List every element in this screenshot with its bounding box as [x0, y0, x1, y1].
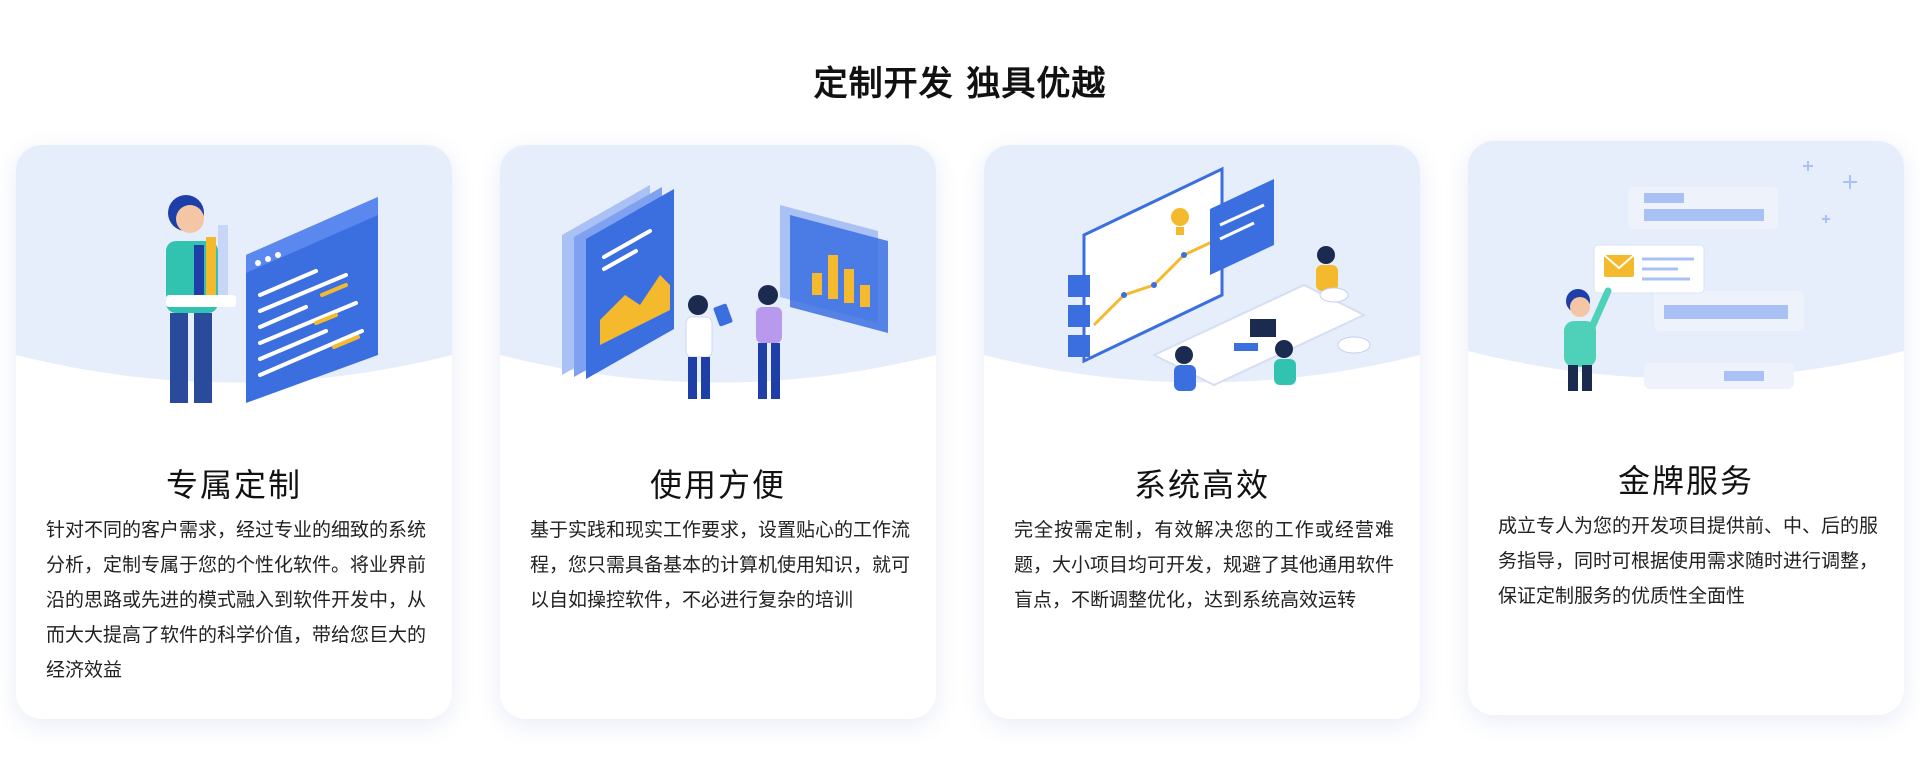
card-description: 基于实践和现实工作要求，设置贴心的工作流程，您只需具备基本的计算机使用知识，就可… — [530, 519, 911, 611]
developer-code-screen-illustration — [16, 145, 452, 405]
section-title: 定制开发 独具优越 — [813, 64, 1107, 104]
card-title: 金牌服务 — [1617, 462, 1754, 500]
feature-card-service[interactable]: 金牌服务 成立专人为您的开发项目提供前、中、后的服务指导，同时可根据使用需求随时… — [1468, 141, 1904, 715]
feature-card-easy-use[interactable]: 使用方便 基于实践和现实工作要求，设置贴心的工作流程，您只需具备基本的计算机使用… — [500, 145, 936, 719]
feature-card-efficient[interactable]: 系统高效 完全按需定制，有效解决您的工作或经营难题，大小项目均可开发，规避了其他… — [984, 145, 1420, 719]
card-description: 完全按需定制，有效解决您的工作或经营难题，大小项目均可开发，规避了其他通用软件盲… — [1014, 519, 1395, 611]
feature-card-custom[interactable]: 专属定制 针对不同的客户需求，经过专业的细致的系统分析，定制专属于您的个性化软件… — [16, 145, 452, 719]
card-title: 使用方便 — [649, 466, 786, 504]
support-messages-illustration — [1468, 141, 1904, 401]
people-viewing-charts-illustration — [500, 145, 936, 405]
card-title: 系统高效 — [1133, 466, 1270, 504]
feature-cards: 专属定制 针对不同的客户需求，经过专业的细致的系统分析，定制专属于您的个性化软件… — [16, 141, 1904, 719]
card-title: 专属定制 — [165, 466, 302, 504]
card-description: 成立专人为您的开发项目提供前、中、后的服务指导，同时可根据使用需求随时进行调整，… — [1498, 515, 1879, 607]
team-office-dashboard-illustration — [984, 145, 1420, 405]
card-description: 针对不同的客户需求，经过专业的细致的系统分析，定制专属于您的个性化软件。将业界前… — [46, 519, 427, 681]
